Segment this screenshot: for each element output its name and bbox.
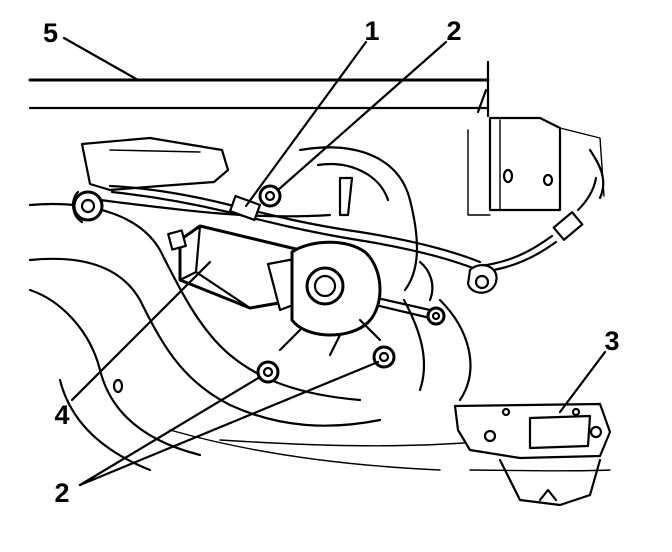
bolt-top bbox=[258, 184, 282, 208]
leader-2-top bbox=[276, 40, 448, 192]
callout-2-bottom: 2 bbox=[54, 478, 69, 508]
callout-2-top: 2 bbox=[446, 16, 461, 46]
body-bracket-right bbox=[467, 116, 605, 216]
leader-lines bbox=[62, 36, 607, 487]
callout-3: 3 bbox=[604, 326, 619, 356]
wiring-harness bbox=[108, 176, 598, 302]
bolt-lower-right bbox=[372, 345, 396, 369]
callout-4: 4 bbox=[54, 400, 69, 430]
leader-2-bottom-a bbox=[78, 375, 262, 487]
callout-5: 5 bbox=[43, 18, 58, 48]
motor-gearbox bbox=[278, 240, 382, 357]
mounting-bolts bbox=[256, 184, 396, 384]
left-mount-bracket bbox=[72, 136, 230, 224]
hood-panel bbox=[28, 60, 490, 118]
leader-3 bbox=[558, 350, 607, 414]
leader-4 bbox=[70, 260, 212, 402]
callout-numbers: 5 1 2 3 4 2 bbox=[43, 16, 620, 508]
callout-1: 1 bbox=[364, 16, 379, 46]
leader-1 bbox=[244, 40, 368, 208]
lower-bracket bbox=[453, 402, 612, 507]
bolt-lower-left bbox=[256, 360, 280, 384]
cowl-contours bbox=[28, 146, 501, 472]
wiper-motor bbox=[167, 224, 308, 312]
leader-5 bbox=[62, 36, 140, 82]
leader-2-bottom-b bbox=[78, 360, 380, 487]
